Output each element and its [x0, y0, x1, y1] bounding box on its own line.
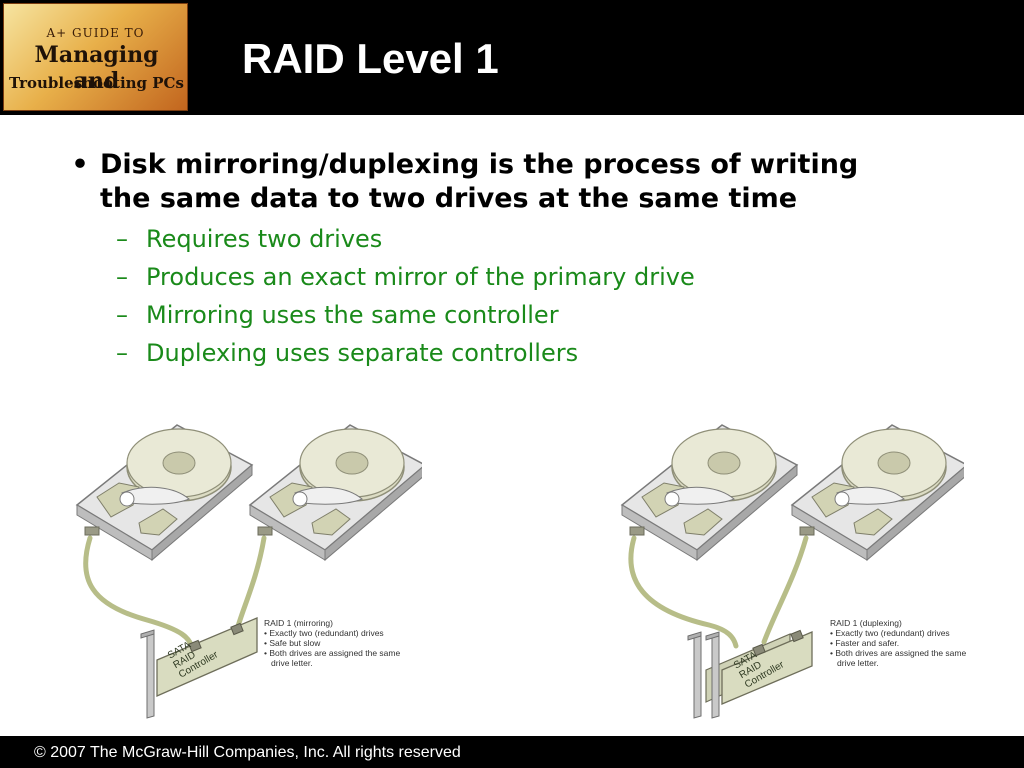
- sub-bullet-list: –Requires two drives –Produces an exact …: [60, 220, 880, 372]
- sub-bullet-text: Produces an exact mirror of the primary …: [146, 263, 695, 291]
- sub-bullet: –Duplexing uses separate controllers: [116, 334, 880, 372]
- slide-title: RAID Level 1: [242, 35, 499, 82]
- copyright-text: © 2007 The McGraw-Hill Companies, Inc. A…: [34, 744, 461, 761]
- bullet-dot-icon: •: [71, 149, 89, 180]
- caption-title: RAID 1 (mirroring): [264, 618, 333, 628]
- dash-icon: –: [116, 263, 128, 291]
- mirroring-caption: RAID 1 (mirroring) • Exactly two (redund…: [264, 618, 414, 668]
- sub-bullet: –Requires two drives: [116, 220, 880, 258]
- header-bar: A+ GUIDE TO Managing and Troubleshooting…: [0, 0, 1024, 115]
- duplexing-illustration: [621, 424, 964, 719]
- dash-icon: –: [116, 301, 128, 329]
- slide-content: • Disk mirroring/duplexing is the proces…: [60, 148, 880, 372]
- book-logo: A+ GUIDE TO Managing and Troubleshooting…: [3, 3, 188, 111]
- caption-item-text: Exactly two (redundant) drives: [269, 628, 384, 638]
- sub-bullet-text: Mirroring uses the same controller: [146, 301, 559, 329]
- sub-bullet: –Produces an exact mirror of the primary…: [116, 258, 880, 296]
- dash-icon: –: [116, 225, 128, 253]
- mirroring-illustration: [76, 424, 422, 719]
- caption-item: • Exactly two (redundant) drives: [264, 628, 384, 638]
- caption-item-text: Both drives are assigned the same drive …: [269, 648, 401, 668]
- caption-item-text: Safe but slow: [269, 638, 321, 648]
- caption-item-text: Exactly two (redundant) drives: [835, 628, 950, 638]
- logo-line-1: A+ GUIDE TO: [46, 26, 145, 40]
- raid1-mirroring-figure: SATA RAID Controller RAID 1 (mirroring) …: [72, 420, 422, 720]
- caption-item: • Exactly two (redundant) drives: [830, 628, 950, 638]
- logo-line-3: Troubleshooting PCs: [9, 74, 184, 92]
- caption-item: • Safe but slow: [264, 638, 321, 648]
- main-bullet: • Disk mirroring/duplexing is the proces…: [60, 148, 880, 216]
- dash-icon: –: [116, 339, 128, 367]
- caption-item: • Faster and safer.: [830, 638, 900, 648]
- caption-item-text: Both drives are assigned the same drive …: [835, 648, 967, 668]
- caption-item-text: Faster and safer.: [835, 638, 900, 648]
- sub-bullet: –Mirroring uses the same controller: [116, 296, 880, 334]
- footer-bar: © 2007 The McGraw-Hill Companies, Inc. A…: [0, 736, 1024, 768]
- raid1-duplexing-figure: SATA RAID Controller RAID 1 (duplexing) …: [614, 420, 966, 720]
- main-bullet-text: Disk mirroring/duplexing is the process …: [100, 149, 859, 214]
- sub-bullet-text: Duplexing uses separate controllers: [146, 339, 579, 367]
- duplexing-caption: RAID 1 (duplexing) • Exactly two (redund…: [830, 618, 980, 668]
- caption-item: • Both drives are assigned the same driv…: [264, 648, 401, 668]
- caption-item: • Both drives are assigned the same driv…: [830, 648, 967, 668]
- logo-line-2: Managing and: [34, 42, 159, 94]
- sub-bullet-text: Requires two drives: [146, 225, 383, 253]
- caption-title: RAID 1 (duplexing): [830, 618, 902, 628]
